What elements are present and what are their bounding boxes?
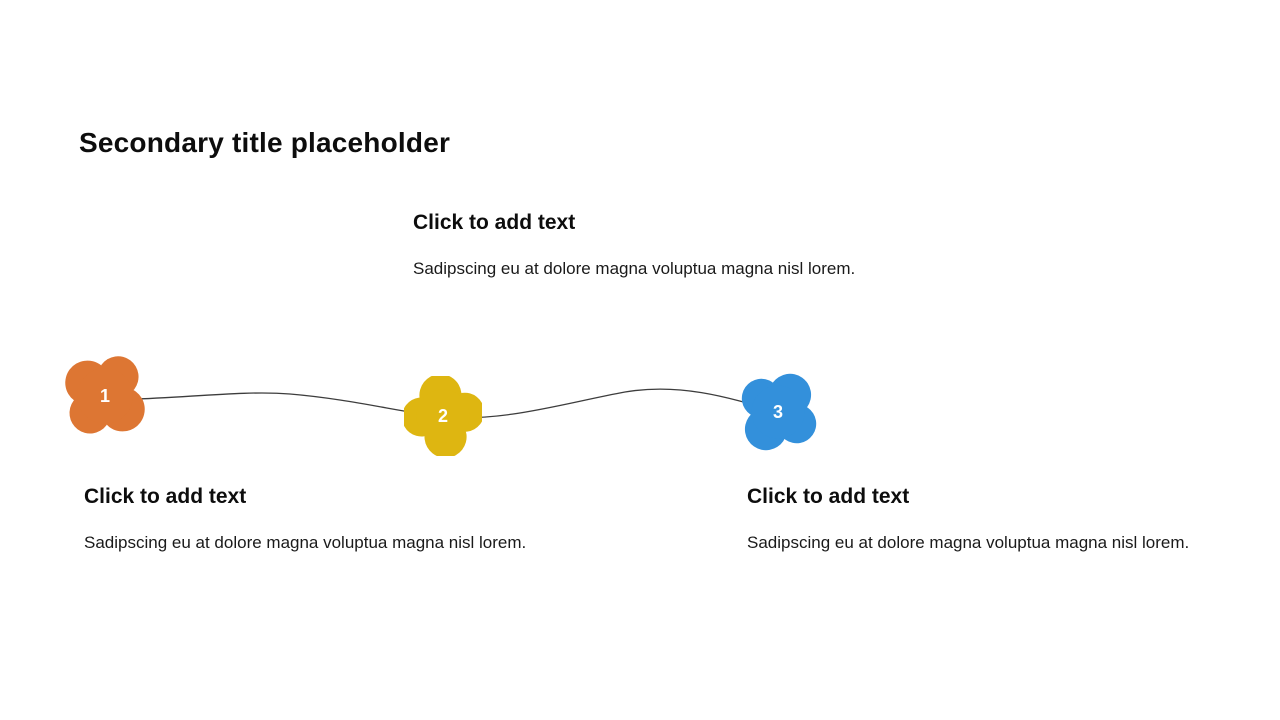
step-marker-2[interactable]: 2	[404, 376, 482, 456]
step-number-3: 3	[772, 402, 783, 422]
step-3-text-block[interactable]: Click to add text Sadipscing eu at dolor…	[747, 484, 1192, 557]
step-1-body-placeholder[interactable]: Sadipscing eu at dolore magna voluptua m…	[84, 533, 527, 553]
step-2-text-block[interactable]: Click to add text Sadipscing eu at dolor…	[413, 210, 858, 283]
step-3-heading-placeholder[interactable]: Click to add text	[747, 485, 910, 508]
slide-title-placeholder[interactable]: Secondary title placeholder	[79, 127, 451, 158]
step-marker-3[interactable]: 3	[739, 372, 817, 452]
step-3-body-placeholder[interactable]: Sadipscing eu at dolore magna voluptua m…	[747, 533, 1190, 553]
step-1-text-block[interactable]: Click to add text Sadipscing eu at dolor…	[84, 484, 529, 557]
step-number-1: 1	[99, 386, 110, 406]
step-1-heading-placeholder[interactable]: Click to add text	[84, 485, 247, 508]
step-2-heading-placeholder[interactable]: Click to add text	[413, 211, 576, 234]
step-number-2: 2	[437, 406, 448, 426]
step-2-body-placeholder[interactable]: Sadipscing eu at dolore magna voluptua m…	[413, 259, 856, 279]
step-marker-1[interactable]: 1	[64, 354, 146, 438]
